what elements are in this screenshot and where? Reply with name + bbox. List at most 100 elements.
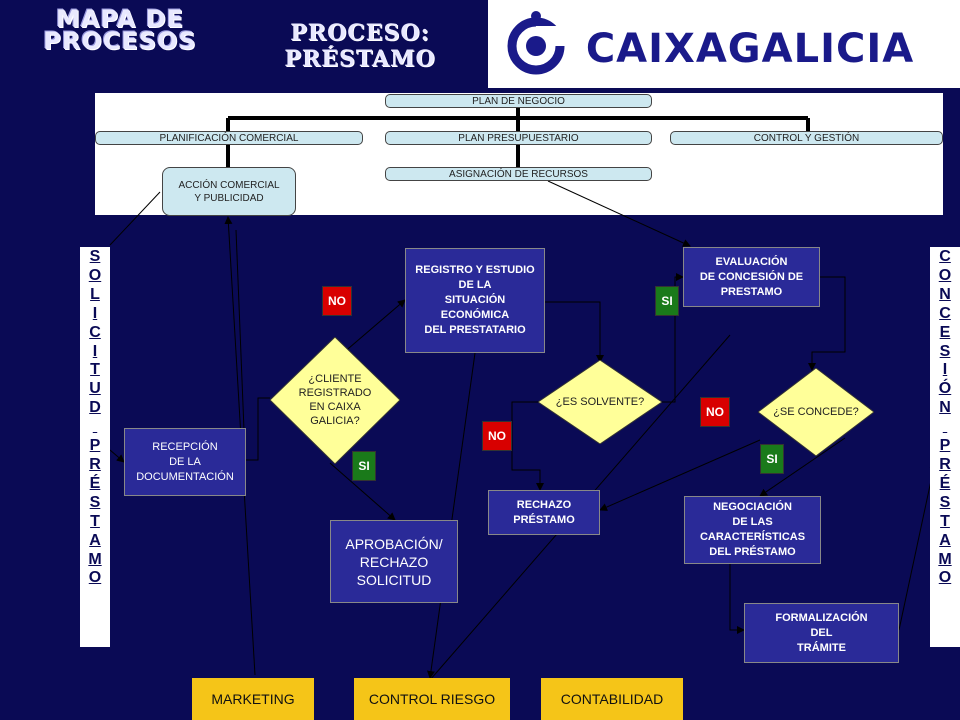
control-gestion-node: CONTROL Y GESTIÓN [670,131,943,145]
plan-presupuestario-label: PLAN PRESUPUESTARIO [458,132,579,144]
side-letter: C [939,248,951,265]
es-solvente-text: ¿ES SOLVENTE? [555,396,645,408]
control-gestion-label: CONTROL Y GESTIÓN [753,132,860,144]
plan-negocio-label: PLAN DE NEGOCIO [472,95,565,107]
formalizacion-line2: DEL [810,626,833,639]
side-letter: O [938,569,952,587]
side-letter: S [89,248,101,265]
cliente-registrado-decision [270,337,400,464]
caixagalicia-logo: CAIXAGALICIA [488,0,960,88]
side-letter: O [938,266,952,284]
negociacion-line4: DEL PRÉSTAMO [709,546,796,558]
side-letter: O [88,569,102,587]
side-letter: T [90,361,100,379]
accion-comercial-node: ACCIÓN COMERCIAL Y PUBLICIDAD [162,167,296,216]
side-letter: N [939,285,951,303]
side-letter [930,418,960,437]
recepcion-line3: DOCUMENTACIÓN [136,470,234,483]
side-letter: S [939,493,951,511]
side-letter: T [940,512,950,530]
evaluacion-line2: DE CONCESIÓN DE [699,270,804,283]
contabilidad-department: CONTABILIDAD [541,678,683,720]
cliente-line4: GALICIA? [310,415,360,427]
evaluacion-concesion-box: EVALUACIÓN DE CONCESIÓN DE PRESTAMO [683,247,820,307]
side-letter: L [90,285,100,303]
registro-line1: REGISTRO Y ESTUDIO [415,264,535,276]
registro-estudio-box: REGISTRO Y ESTUDIO DE LA SITUACIÓN ECONÓ… [405,248,545,353]
process-name: PRÉSTAMO [284,46,436,72]
se-concede-text: ¿SE CONCEDE? [773,406,859,418]
asignacion-recursos-node: ASIGNACIÓN DE RECURSOS [385,167,652,181]
cliente-line2: REGISTRADO [298,387,372,399]
si-tag-cliente: SI [352,451,376,481]
cliente-registrado-text: ¿CLIENTE REGISTRADO EN CAIXA GALICIA? [280,372,390,428]
side-letter: C [939,304,951,322]
control-riesgo-department: CONTROL RIESGO [354,678,510,720]
formalizacion-line3: TRÁMITE [797,641,846,654]
evaluacion-line3: PRESTAMO [720,285,783,298]
rechazo-line1: RECHAZO [516,498,572,511]
side-letter: M [88,550,102,568]
map-title-line2: PROCESOS [43,27,197,55]
plan-negocio-node: PLAN DE NEGOCIO [385,94,652,108]
side-letter: U [89,380,101,398]
side-letter: C [89,323,101,341]
negociacion-box: NEGOCIACIÓN DE LAS CARACTERÍSTICAS DEL P… [684,496,821,564]
negociacion-line2: DE LAS [732,516,773,528]
side-letter: N [939,399,951,417]
formalizacion-line1: FORMALIZACIÓN [775,611,868,624]
cliente-line1: ¿CLIENTE [308,373,362,385]
si-tag-concede: SI [760,444,784,474]
si-tag-solvente: SI [655,286,679,316]
es-solvente-decision [538,360,662,444]
registro-line5: DEL PRESTATARIO [424,324,526,336]
aprobacion-line3: SOLICITUD [356,571,432,588]
side-letter: D [89,399,101,417]
no-tag-cliente: NO [322,286,352,316]
side-letter: O [88,266,102,284]
registro-line2: DE LA [458,279,492,291]
side-letter: Ó [938,380,952,398]
se-concede-decision [758,368,874,456]
side-letter: R [939,455,951,473]
side-letter: P [89,437,101,455]
aprobacion-line1: APROBACIÓN/ [345,535,443,552]
registro-line4: ECONÓMICA [440,309,510,321]
no-tag-solvente: NO [482,421,512,451]
side-letter: A [89,531,101,549]
side-letter: É [89,474,101,492]
cliente-line3: EN CAIXA [309,401,361,413]
recepcion-line1: RECEPCIÓN [152,440,218,453]
side-letter: R [89,455,101,473]
rechazo-line2: PRÉSTAMO [513,513,575,526]
planificacion-comercial-label: PLANIFICACIÓN COMERCIAL [159,132,299,144]
no-tag-concede: NO [700,397,730,427]
side-letter: P [939,437,951,455]
map-title-line1: MAPA DE [55,5,185,33]
map-title: MAPA DE PROCESOS [30,5,210,55]
side-letter: E [939,323,951,341]
side-letter: I [92,342,98,360]
side-letter: S [939,342,951,360]
aprobacion-rechazo-box: APROBACIÓN/ RECHAZO SOLICITUD [330,520,458,603]
side-letter: É [939,474,951,492]
process-title: PROCESO: PRÉSTAMO [260,20,460,72]
side-letter: T [90,512,100,530]
planificacion-comercial-node: PLANIFICACIÓN COMERCIAL [95,131,363,145]
rechazo-prestamo-box: RECHAZO PRÉSTAMO [488,490,600,535]
recepcion-line2: DE LA [169,455,201,468]
side-letter: S [89,493,101,511]
side-letter [80,418,110,437]
logo-graphic: CAIXAGALICIA [507,11,914,75]
svg-text:CAIXAGALICIA: CAIXAGALICIA [586,26,914,72]
negociacion-line1: NEGOCIACIÓN [713,501,792,513]
side-letter: I [942,361,948,379]
registro-line3: SITUACIÓN [444,294,506,306]
recepcion-documentacion-box: RECEPCIÓN DE LA DOCUMENTACIÓN [124,428,246,496]
formalizacion-box: FORMALIZACIÓN DEL TRÁMITE [744,603,899,663]
marketing-department: MARKETING [192,678,314,720]
side-letter: M [938,550,952,568]
